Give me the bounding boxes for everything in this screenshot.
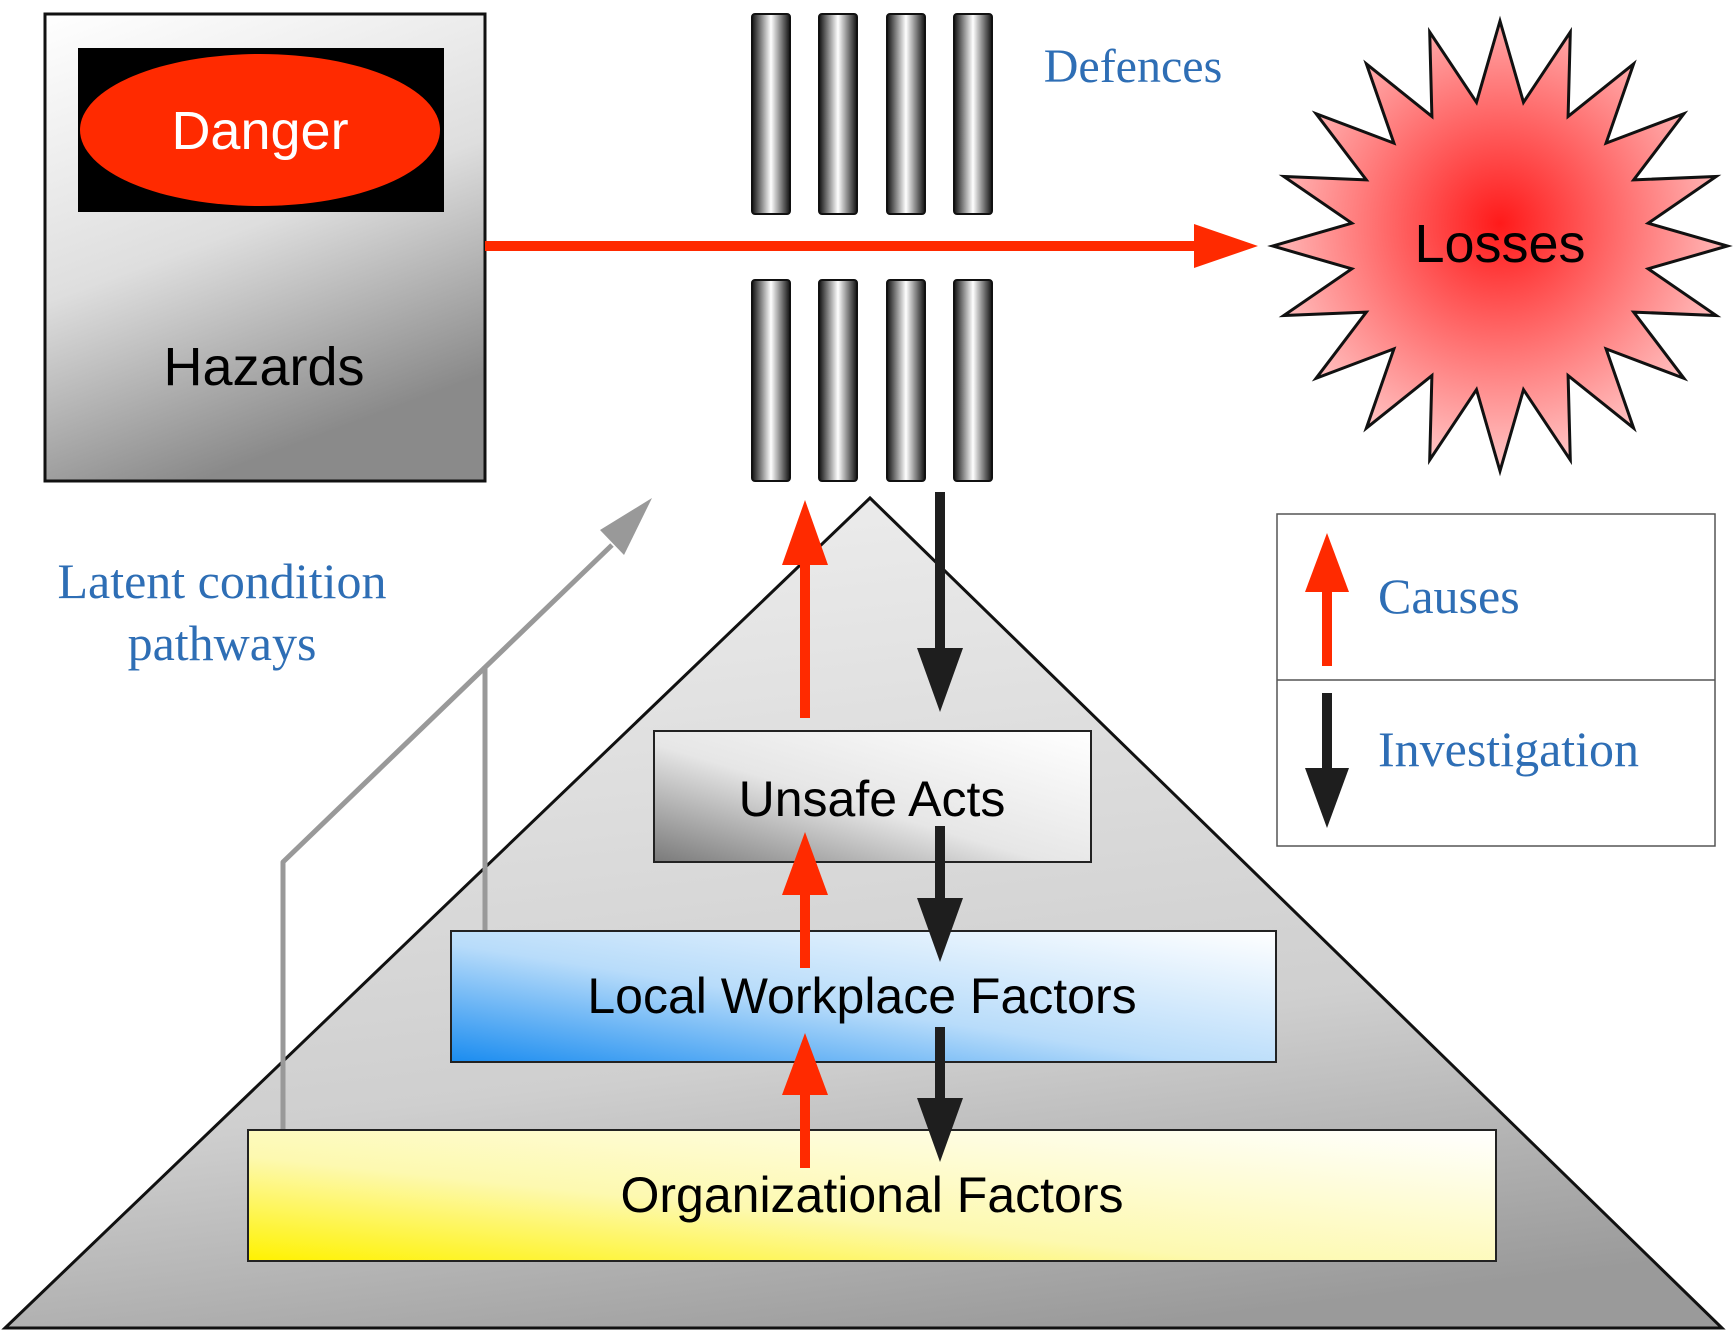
latent-pathway-lines bbox=[280, 543, 614, 1132]
unsafe-acts-label: Unsafe Acts bbox=[739, 771, 1006, 827]
legend-investigation-label: Investigation bbox=[1378, 721, 1639, 777]
legend-investigation-arrow bbox=[1305, 693, 1349, 828]
legend-causes-label: Causes bbox=[1378, 568, 1520, 624]
investigation-arrows bbox=[917, 492, 963, 1162]
organizational-factors-label: Organizational Factors bbox=[620, 1167, 1123, 1223]
legend-causes-arrow bbox=[1305, 533, 1349, 666]
losses-label: Losses bbox=[1414, 214, 1585, 274]
defences-label: Defences bbox=[1044, 40, 1223, 93]
defence-bars bbox=[751, 13, 993, 482]
legend: Causes Investigation bbox=[1276, 513, 1716, 847]
organizational-factors-box bbox=[247, 1129, 1497, 1262]
losses-starburst bbox=[1267, 15, 1733, 477]
organization-pyramid bbox=[1, 495, 1726, 1330]
hazard-trajectory-arrowhead bbox=[1194, 224, 1258, 268]
local-workplace-factors-box bbox=[450, 930, 1277, 1063]
latent-condition-label-line2: pathways bbox=[128, 615, 317, 671]
local-workplace-factors-label: Local Workplace Factors bbox=[587, 968, 1136, 1024]
cause-arrows bbox=[782, 500, 828, 1168]
latent-pathway-arrowhead bbox=[600, 498, 652, 555]
unsafe-acts-box bbox=[653, 730, 1092, 863]
danger-sign-oval bbox=[80, 54, 440, 206]
latent-condition-label-line1: Latent condition bbox=[57, 553, 386, 609]
hazards-label: Hazards bbox=[163, 337, 364, 397]
danger-label: Danger bbox=[171, 101, 348, 161]
